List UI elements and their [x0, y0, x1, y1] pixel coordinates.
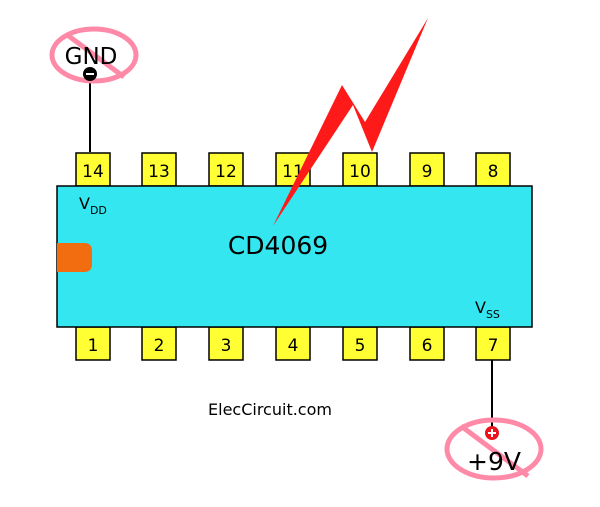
prohibition-circle-icon — [444, 417, 544, 481]
supply-terminal: +9V — [444, 417, 544, 481]
pin-label: 14 — [82, 162, 104, 182]
pin-13: 13 — [141, 152, 177, 187]
pin-label: 7 — [488, 336, 499, 356]
part-number: CD4069 — [228, 231, 328, 260]
top-pins: 14 13 12 11 10 9 8 — [75, 152, 511, 187]
pin-label: 8 — [488, 162, 499, 182]
pin-4: 4 — [275, 326, 311, 361]
bottom-pins: 1 2 3 4 5 6 7 — [75, 326, 511, 361]
pin-label: 3 — [221, 336, 232, 356]
pin-14: 14 — [75, 152, 111, 187]
chip-body — [56, 185, 533, 328]
pin-9: 9 — [409, 152, 445, 187]
pin-label: 4 — [288, 336, 299, 356]
prohibition-slash-icon — [64, 31, 126, 80]
pin-6: 6 — [409, 326, 445, 361]
pin-label: 9 — [422, 162, 433, 182]
pin-label: 12 — [215, 162, 237, 182]
vss-label: VSS — [475, 298, 500, 321]
watermark-text: ElecCircuit.com — [208, 400, 332, 419]
vdd-label: VDD — [79, 194, 107, 217]
pin-8: 8 — [475, 152, 511, 187]
pin-3: 3 — [208, 326, 244, 361]
supply-label: +9V — [467, 447, 521, 476]
pin-7: 7 — [475, 326, 511, 361]
pin-label: 5 — [355, 336, 366, 356]
orientation-notch — [57, 243, 92, 272]
prohibition-slash-icon — [459, 423, 530, 479]
pin-label: 1 — [88, 336, 99, 356]
pin-label: 2 — [154, 336, 165, 356]
pin-label: 10 — [349, 162, 371, 182]
pin-label: 13 — [148, 162, 170, 182]
pin-5: 5 — [342, 326, 378, 361]
pin-2: 2 — [141, 326, 177, 361]
prohibition-circle-icon — [49, 26, 139, 84]
gnd-label: GND — [65, 44, 118, 70]
pin-1: 1 — [75, 326, 111, 361]
gnd-terminal: GND — [49, 26, 139, 84]
pin-12: 12 — [208, 152, 244, 187]
pin-10: 10 — [342, 152, 378, 187]
pin-label: 6 — [422, 336, 433, 356]
